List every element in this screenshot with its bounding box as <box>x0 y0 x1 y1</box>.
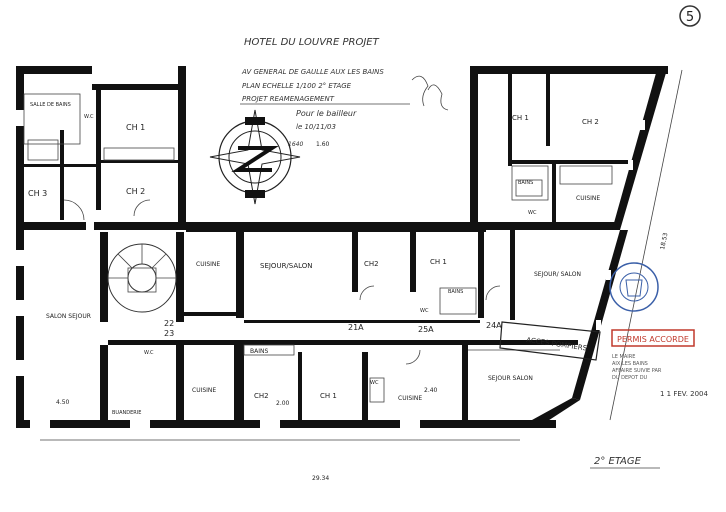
page-number: 5 <box>686 10 694 25</box>
label-buanderie: BUANDERIE <box>112 410 141 416</box>
label-cuisine-lower: CUISINE <box>398 395 422 402</box>
stamp-date: 1 1 FEV. 2004 <box>660 390 709 398</box>
label-wc-right: WC <box>528 210 537 216</box>
description-line: PROJET REAMENAGEMENT <box>242 95 335 103</box>
stamp-line-3: AFFAIRE SUIVIE PAR <box>612 368 662 374</box>
room-labels: CH 1 CH 2 CH 3 SALLE DE BAINS W.C SALON … <box>28 102 600 416</box>
page-number-badge: 5 <box>679 5 701 27</box>
label-left-ch1: CH 1 <box>126 123 145 132</box>
scale-line: PLAN ECHELLE 1/100 2° ETAGE <box>242 82 352 90</box>
floor-label: 2° ETAGE <box>590 456 660 469</box>
interior-lines <box>23 69 683 441</box>
dim-240: 2.40 <box>424 387 438 394</box>
mark-21a: 21A <box>348 323 364 332</box>
label-ch2-lower: CH2 <box>254 392 269 400</box>
dimensions: 29.34 18.53 4.50 1.60 2.00 2.40 <box>56 141 670 482</box>
label-cuisine-right: CUISINE <box>576 195 600 202</box>
label-sejour-salon-lower: SEJOUR SALON <box>488 375 533 382</box>
dim-bottom-total: 29.34 <box>312 475 329 482</box>
mark-24a: 24A <box>486 321 502 330</box>
label-right-ch1: CH 1 <box>512 114 529 122</box>
round-stamp <box>609 262 659 312</box>
dim-450: 4.50 <box>56 399 70 406</box>
label-sejour-salon-center: SEJOUR/SALON <box>260 262 313 270</box>
project-title: HOTEL DU LOUVRE PROJET <box>244 37 380 48</box>
label-bains-center: BAINS <box>448 289 463 295</box>
label-bains-right: BAINS <box>518 180 533 186</box>
stamp-line-2: AIX LES BAINS <box>612 361 648 367</box>
permis-stamp: PERMIS ACCORDE LE MAIRE AIX LES BAINS AF… <box>611 329 709 398</box>
permis-text: PERMIS ACCORDE <box>617 335 689 344</box>
code-line: 1640 <box>288 141 303 148</box>
label-salle-de-bains: SALLE DE BAINS <box>30 102 71 108</box>
mark-22: 22 <box>164 319 174 328</box>
label-salon-sejour-left: SALON SEJOUR <box>46 313 91 320</box>
walls <box>16 66 668 428</box>
label-cuisine-center: CUISINE <box>196 261 220 268</box>
dim-160: 1.60 <box>316 141 330 148</box>
dim-200: 2.00 <box>276 400 290 407</box>
label-wc-small: W.C <box>144 350 154 356</box>
date-line: le 10/11/03 <box>296 123 336 131</box>
label-ch1-center: CH 1 <box>430 258 447 266</box>
mark-25a: 25A <box>418 325 434 334</box>
label-cuisine-lower-left: CUISINE <box>192 387 216 394</box>
label-wc-top: W.C <box>84 114 94 120</box>
address-line: AV GENERAL DE GAULLE AUX LES BAINS <box>241 68 384 76</box>
label-bains-lower: BAINS <box>250 348 268 355</box>
mark-23: 23 <box>164 329 174 338</box>
floor-label-text: 2° ETAGE <box>594 456 642 467</box>
label-wc-center: WC <box>420 308 429 314</box>
facade-windows <box>16 110 645 428</box>
label-wc-lower: WC <box>370 380 379 386</box>
title-block: HOTEL DU LOUVRE PROJET AV GENERAL DE GAU… <box>240 37 449 148</box>
label-ch1-lower: CH 1 <box>320 392 337 400</box>
label-left-ch3: CH 3 <box>28 189 47 198</box>
stamp-line-1: LE MAIRE <box>612 354 635 360</box>
stamp-line-4: DU DEPOT DU <box>612 375 648 381</box>
compass-icon <box>209 109 301 205</box>
label-right-ch2: CH 2 <box>582 118 599 126</box>
label-left-ch2: CH 2 <box>126 187 145 196</box>
dim-right-side: 18.53 <box>659 232 669 250</box>
signature-note: Pour le bailleur <box>296 109 357 118</box>
label-ch2-center: CH2 <box>364 260 379 268</box>
label-sejour-salon-right: SEJOUR/ SALON <box>534 271 581 278</box>
